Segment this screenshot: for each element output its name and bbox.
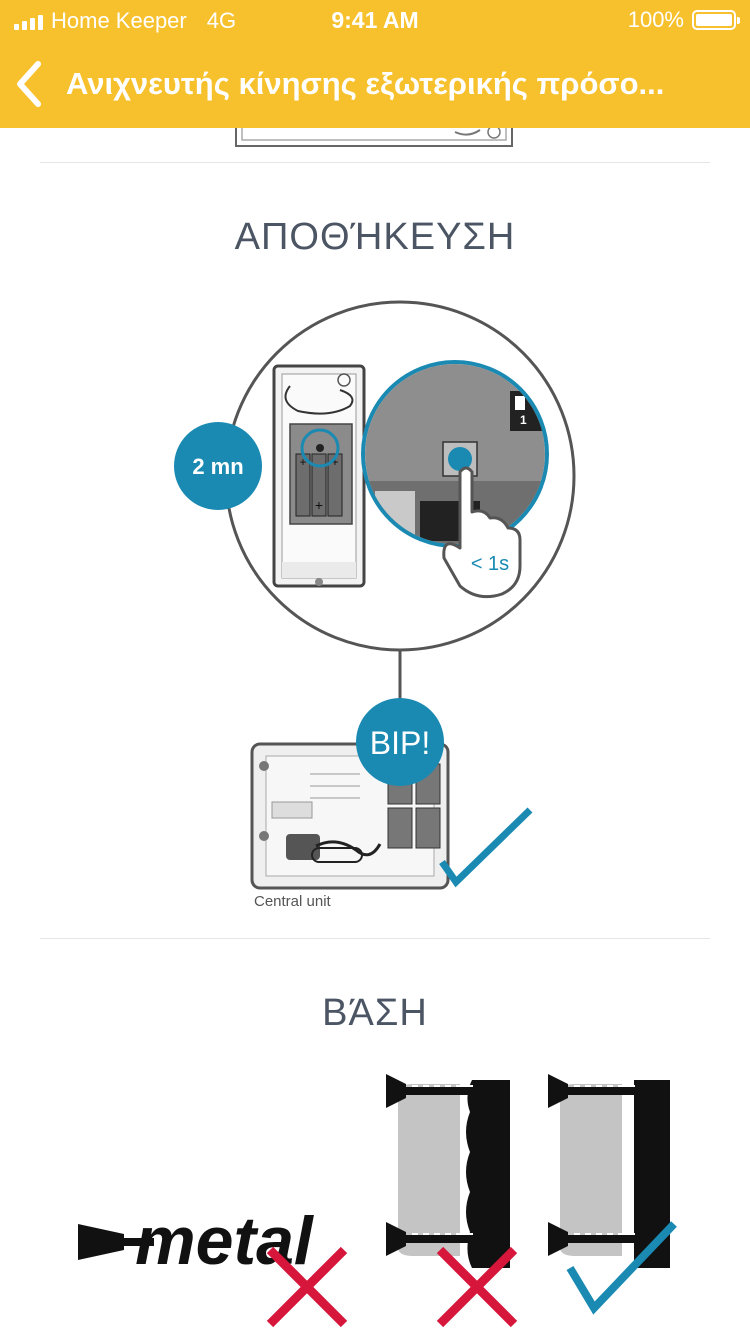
section-title-base: ΒΆΣΗ xyxy=(322,992,428,1034)
divider xyxy=(40,162,710,163)
base-irregular-illustration xyxy=(386,1074,518,1328)
network-type: 4G xyxy=(206,8,237,33)
status-right: 100% xyxy=(627,7,740,33)
content-scroll[interactable]: ΑΠΟΘΉΚΕΥΣΗ + + + xyxy=(0,128,750,1334)
svg-text:+: + xyxy=(315,497,323,513)
svg-text:+: + xyxy=(299,455,306,469)
base-metal-illustration: metal xyxy=(78,1203,348,1328)
beep-badge xyxy=(356,698,444,786)
hand-press-icon xyxy=(442,466,522,599)
svg-text:+: + xyxy=(331,455,338,469)
central-unit-label: Central unit xyxy=(254,893,332,910)
signal-icon xyxy=(14,12,43,30)
chevron-left-icon xyxy=(17,61,41,107)
top-bar: Home Keeper 4G 9:41 AM 100% Ανιχνευτής κ… xyxy=(0,0,750,128)
back-button[interactable] xyxy=(10,54,50,114)
navigation-bar: Ανιχνευτής κίνησης εξωτερικής πρόσο... xyxy=(0,40,750,128)
save-illustration: + + + 1 xyxy=(174,300,576,910)
screw-icon xyxy=(78,1224,124,1260)
beep-badge-label: BIP! xyxy=(370,725,430,761)
battery-percent: 100% xyxy=(627,7,684,32)
carrier-name: Home Keeper xyxy=(51,8,187,33)
page-title: Ανιχνευτής κίνησης εξωτερικής πρόσο... xyxy=(66,66,665,101)
base-flat-illustration xyxy=(548,1074,677,1315)
detector-device: + + + xyxy=(272,364,366,588)
divider xyxy=(40,938,710,939)
timer-badge-label: 2 mn xyxy=(192,454,243,479)
status-time: 9:41 AM xyxy=(331,7,419,33)
section-title-save: ΑΠΟΘΉΚΕΥΣΗ xyxy=(234,216,516,258)
battery-icon xyxy=(692,10,740,30)
press-duration-label: < 1s xyxy=(471,553,509,575)
svg-text:1: 1 xyxy=(520,413,527,427)
status-bar: Home Keeper 4G 9:41 AM 100% xyxy=(0,0,750,40)
checkmark-icon xyxy=(566,1221,677,1315)
status-left: Home Keeper 4G xyxy=(14,8,236,34)
timer-badge xyxy=(174,422,262,510)
checkmark-icon xyxy=(439,807,533,888)
device-illustration-top xyxy=(235,128,513,147)
